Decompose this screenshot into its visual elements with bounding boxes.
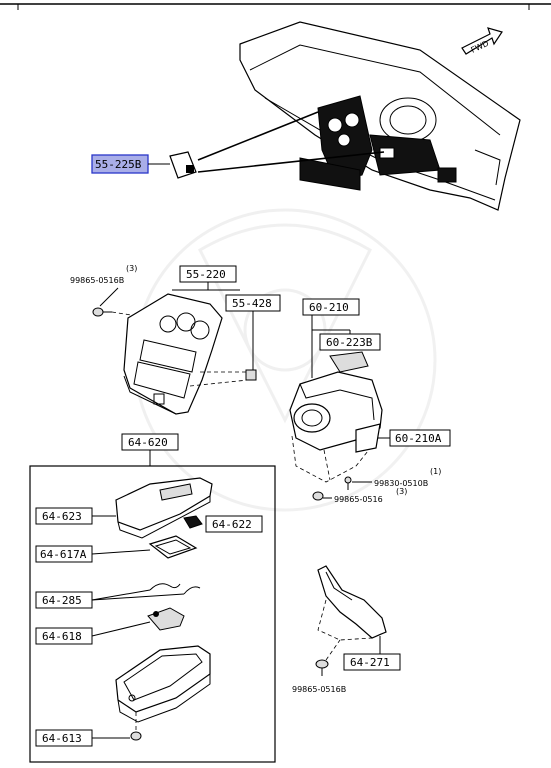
callout-64-620[interactable]: 64-620 (121, 433, 179, 451)
svg-text:64-618: 64-618 (42, 630, 82, 643)
fastener-part-number: 99830-0510B (374, 479, 428, 488)
callout-64-617A[interactable]: 64-617A (35, 545, 93, 563)
leader-line (91, 549, 151, 555)
svg-text:64-623: 64-623 (42, 510, 82, 523)
group-box-64-620 (29, 465, 276, 763)
plate-64-617A-illustration (148, 535, 198, 559)
fastener-qty: (3) (396, 487, 407, 496)
callout-64-623[interactable]: 64-623 (35, 507, 93, 525)
svg-text:60-210: 60-210 (309, 301, 349, 314)
leader-line (189, 379, 249, 387)
callout-60-210[interactable]: 60-210 (302, 298, 360, 316)
fwd-label: FWD (469, 39, 490, 55)
screw-icon (92, 307, 112, 317)
callout-60-223B[interactable]: 60-223B (319, 333, 381, 351)
callout-64-285[interactable]: 64-285 (35, 591, 93, 609)
screw-icon (315, 659, 329, 676)
callout-60-210A[interactable]: 60-210A (389, 429, 451, 447)
lid-60-223B-illustration (329, 351, 369, 373)
screw-icon (344, 476, 352, 490)
tray-illustration (115, 645, 211, 723)
svg-text:64-622: 64-622 (212, 518, 252, 531)
dashboard-illustration (239, 21, 521, 211)
screw-icon (130, 731, 142, 741)
svg-text:55-428: 55-428 (232, 297, 272, 310)
callout-64-271[interactable]: 64-271 (343, 653, 401, 671)
callout-64-613[interactable]: 64-613 (35, 729, 93, 747)
svg-text:64-613: 64-613 (42, 732, 82, 745)
fwd-arrow-icon: FWD (461, 27, 503, 55)
leader-line (91, 621, 151, 637)
leader-line (99, 287, 119, 307)
leader-line (325, 639, 341, 661)
svg-text:60-210A: 60-210A (395, 432, 442, 445)
bracket-64-271-illustration (317, 565, 387, 641)
leader-line (91, 589, 151, 601)
callout-55-428[interactable]: 55-428 (225, 294, 281, 312)
screw-icon (312, 491, 324, 501)
svg-text:60-223B: 60-223B (326, 336, 373, 349)
fastener-qty: (3) (126, 264, 137, 273)
svg-text:55-220: 55-220 (186, 268, 226, 281)
trim-60-210A-illustration (355, 423, 381, 453)
fastener-part-number: 99865-0516 (334, 495, 383, 504)
latch-64-622-illustration (183, 515, 203, 529)
callout-64-622[interactable]: 64-622 (205, 515, 263, 533)
lid-64-623-illustration (115, 477, 213, 539)
svg-text:55-225B: 55-225B (95, 158, 142, 171)
svg-text:64-617A: 64-617A (40, 548, 87, 561)
center-panel-illustration (123, 293, 223, 415)
fastener-part-number: 99865-0516B (292, 685, 346, 694)
callout-64-618[interactable]: 64-618 (35, 627, 93, 645)
svg-text:64-271: 64-271 (350, 656, 390, 669)
callout-55-225B[interactable]: 55-225B (91, 154, 149, 174)
hinge-64-618-illustration (147, 607, 185, 631)
svg-text:64-620: 64-620 (128, 436, 168, 449)
leader-line (91, 593, 185, 601)
svg-text:64-285: 64-285 (42, 594, 82, 607)
clip-icon (245, 369, 257, 381)
part-55-225B-illustration (169, 111, 385, 179)
callout-55-220[interactable]: 55-220 (179, 265, 237, 283)
fastener-qty: (1) (430, 467, 441, 476)
fastener-part-number: 99865-0516B (70, 276, 124, 285)
spring-64-285-illustration (149, 583, 201, 595)
